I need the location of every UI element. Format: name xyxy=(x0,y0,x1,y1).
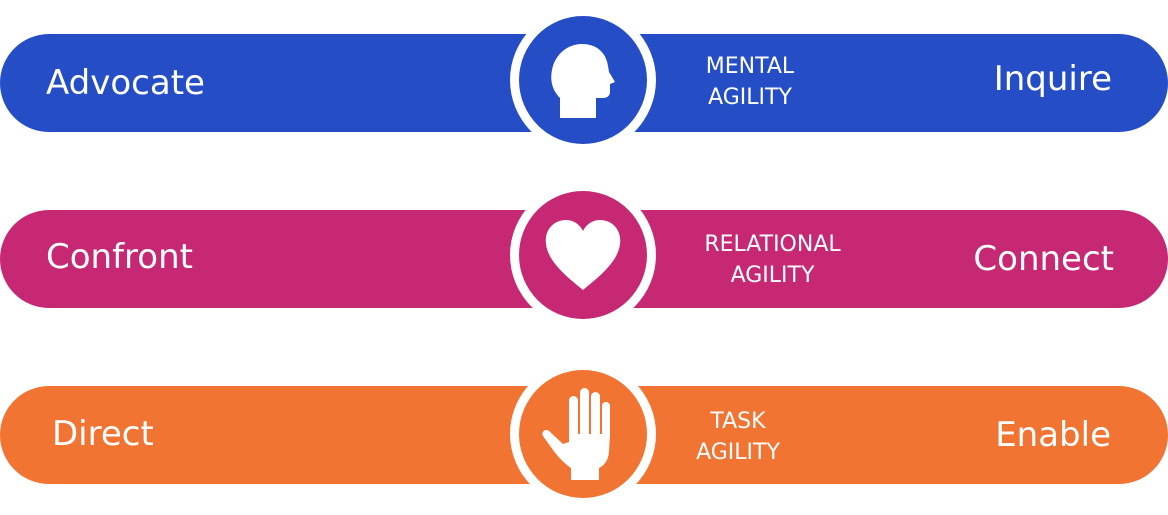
relational-agility-label: RELATIONAL AGILITY xyxy=(690,229,855,291)
relational-agility-line2: AGILITY xyxy=(730,263,815,288)
mental-agility-label: MENTAL AGILITY xyxy=(690,51,810,113)
task-agility-line1: TASK xyxy=(710,409,766,434)
head-profile-icon xyxy=(551,44,615,118)
relational-agility-row: Confront RELATIONAL AGILITY Connect xyxy=(0,179,1168,339)
task-agility-badge xyxy=(510,361,656,507)
task-badge-inner xyxy=(519,370,647,498)
task-agility-row: Direct TASK AGILITY Enable xyxy=(0,355,1168,515)
mental-left-label: Advocate xyxy=(46,63,205,103)
mental-agility-line1: MENTAL xyxy=(705,54,795,79)
task-agility-line2: AGILITY xyxy=(696,440,780,465)
mental-badge-inner xyxy=(519,16,647,144)
open-hand-icon xyxy=(542,388,610,480)
mental-agility-row: Advocate MENTAL AGILITY Inquire xyxy=(0,4,1168,164)
mental-right-label: Inquire xyxy=(993,59,1112,99)
heart-icon xyxy=(545,220,621,290)
task-right-label: Enable xyxy=(995,415,1111,455)
mental-agility-line2: AGILITY xyxy=(708,85,792,110)
relational-right-label: Connect xyxy=(973,239,1114,279)
relational-left-label: Confront xyxy=(46,237,193,277)
relational-agility-badge xyxy=(510,182,656,328)
relational-agility-line1: RELATIONAL xyxy=(704,232,841,257)
mental-agility-badge xyxy=(510,7,656,153)
task-agility-label: TASK AGILITY xyxy=(688,406,788,468)
task-left-label: Direct xyxy=(52,414,154,454)
relational-badge-inner xyxy=(519,191,647,319)
